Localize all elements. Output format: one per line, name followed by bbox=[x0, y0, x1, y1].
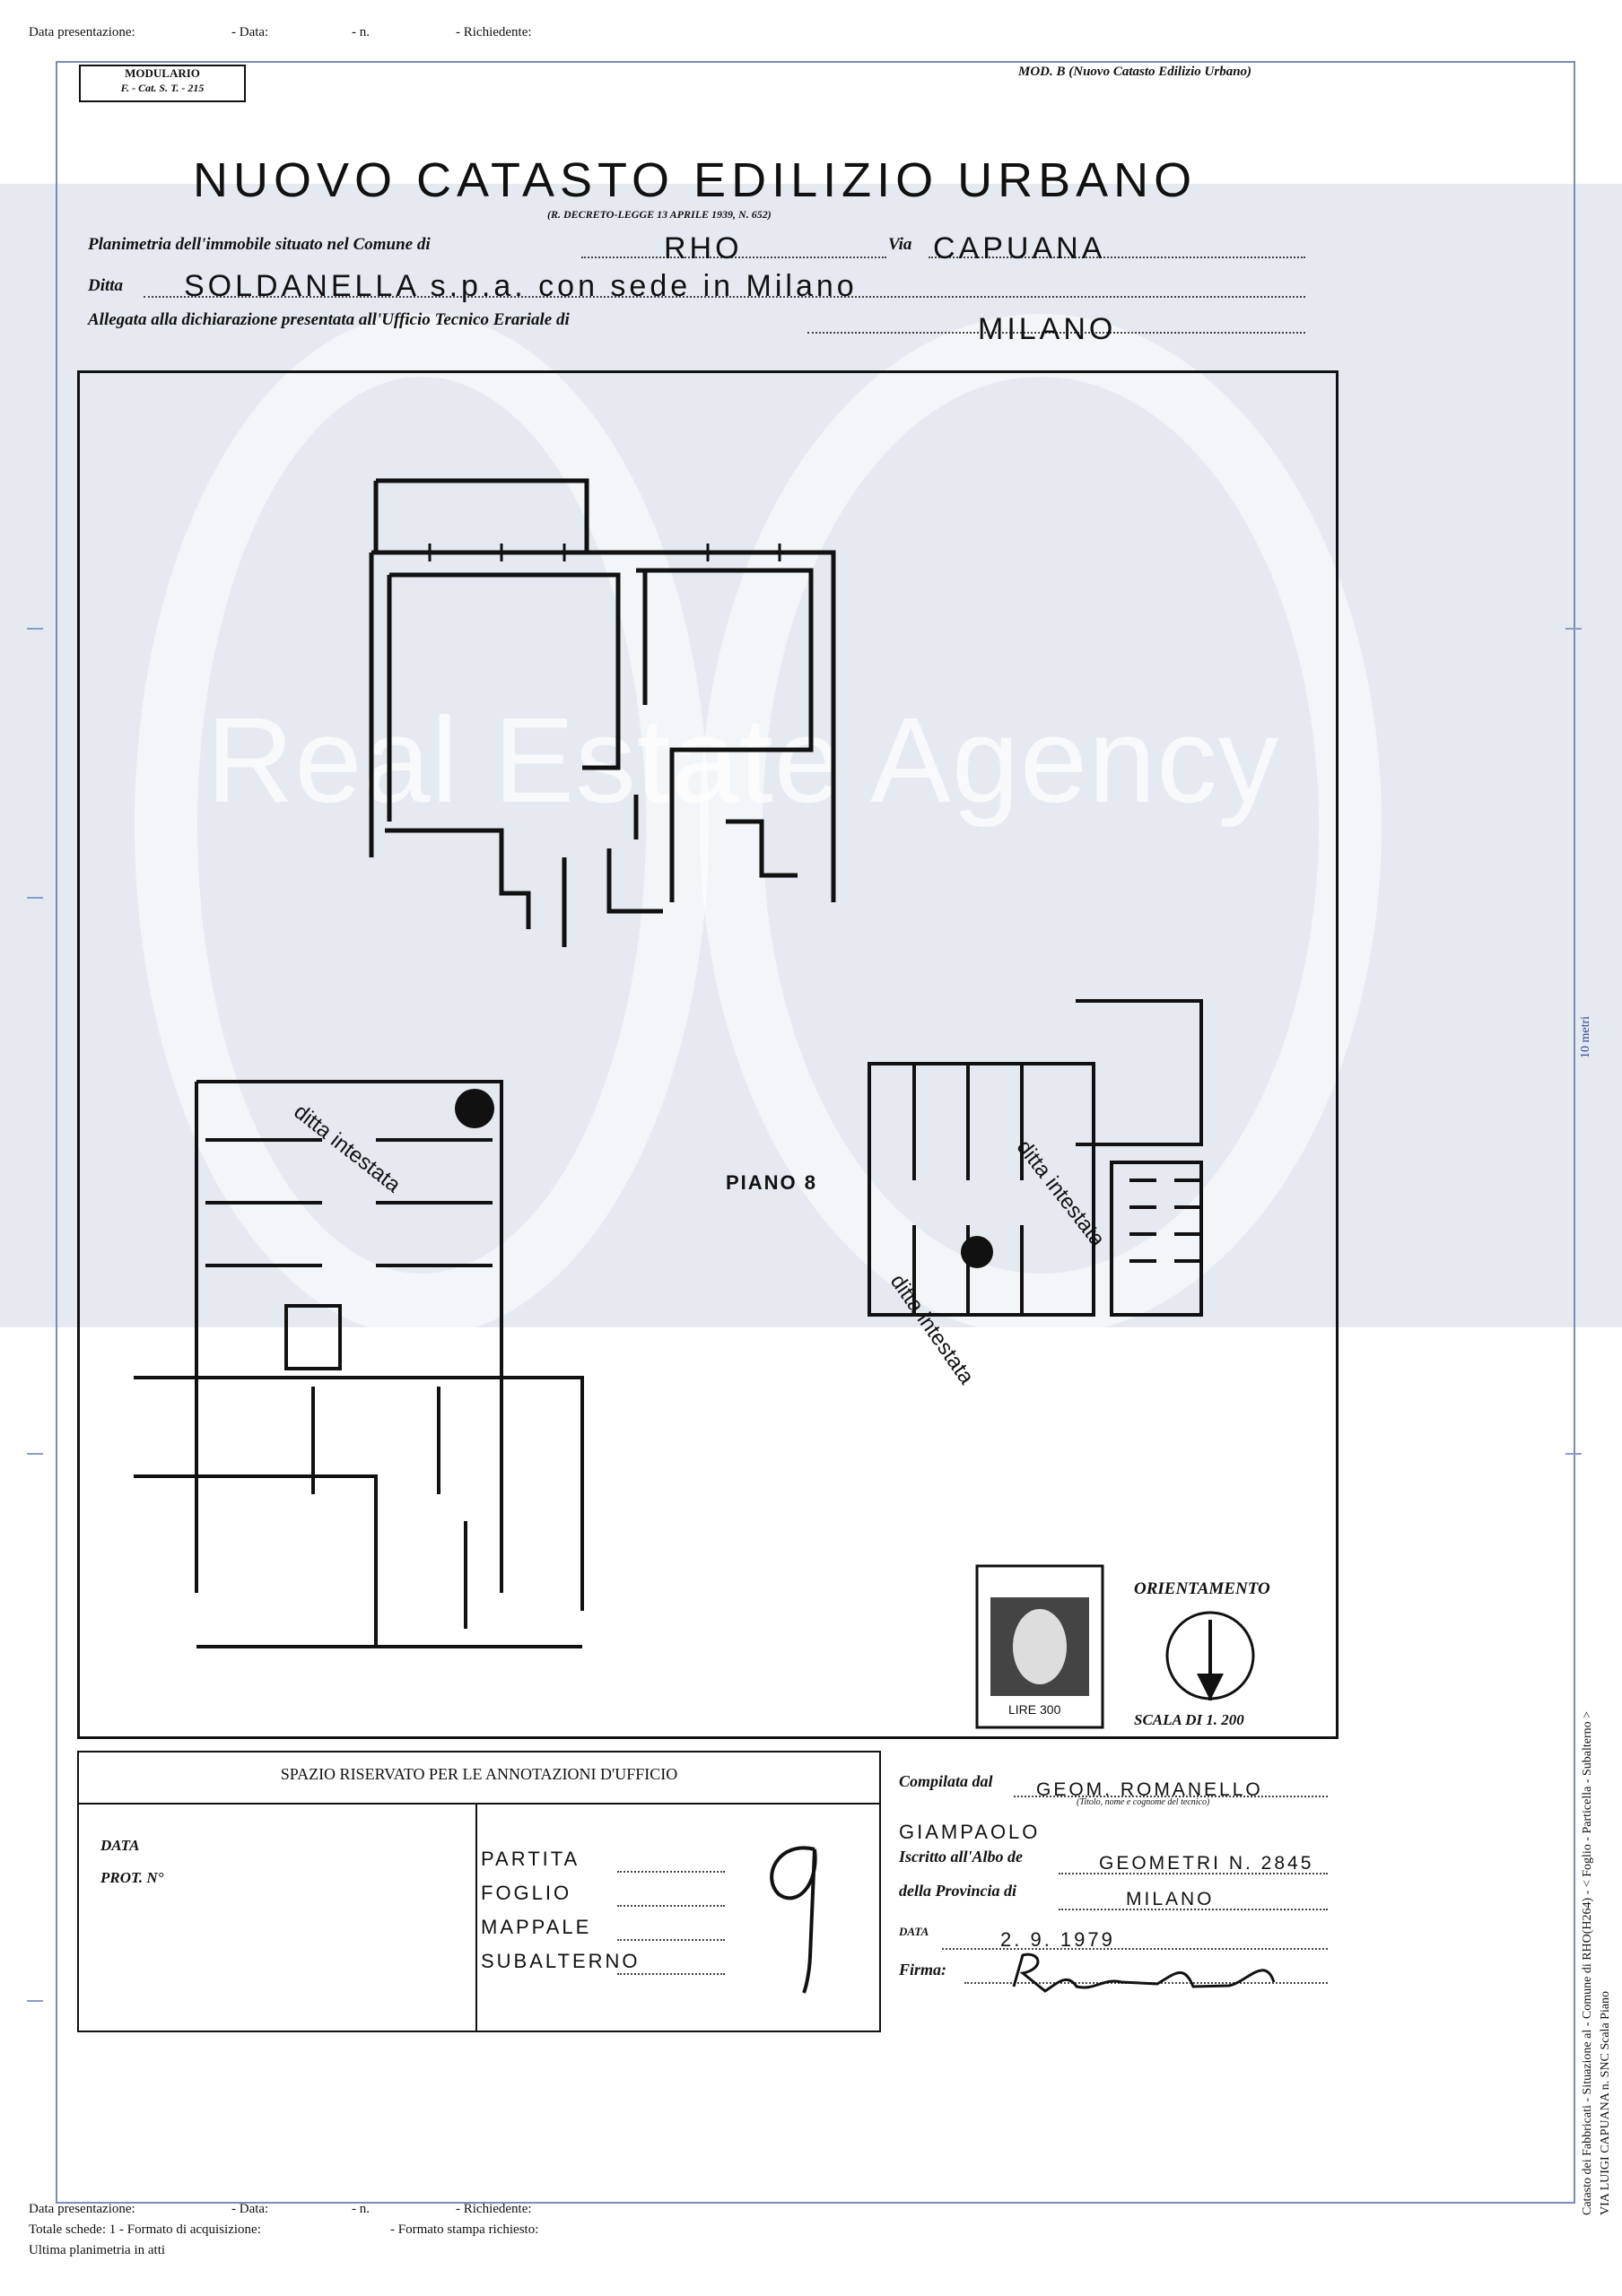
annotazioni-divider bbox=[79, 1803, 879, 1805]
floor-plan-drawing bbox=[134, 478, 1255, 1729]
tick-left-3 bbox=[27, 1453, 43, 1455]
upper-unit-walls bbox=[369, 478, 836, 947]
provincia-value: MILANO bbox=[1126, 1889, 1215, 1909]
via-line bbox=[929, 257, 1305, 258]
watermark-text: Real Estate Agency bbox=[206, 692, 1280, 828]
compilata-name2: GIAMPAOLO bbox=[899, 1821, 1041, 1843]
side-line1: Catasto dei Fabbricati - Situazione al -… bbox=[1581, 1710, 1594, 2215]
header-data: - Data: bbox=[231, 25, 269, 39]
ufficio-value: MILANO bbox=[978, 312, 1117, 346]
albo-line bbox=[1059, 1873, 1328, 1874]
data-line bbox=[942, 1948, 1328, 1950]
upper-unit-windows bbox=[428, 544, 781, 561]
provincia-line bbox=[1059, 1909, 1328, 1910]
lower-left-blot bbox=[455, 1089, 494, 1128]
compilata-line bbox=[1014, 1796, 1328, 1797]
annotazioni-box: SPAZIO RISERVATO PER LE ANNOTAZIONI D'UF… bbox=[77, 1751, 881, 2032]
footer-data-presentazione: Data presentazione: bbox=[29, 2202, 135, 2216]
tick-right-1 bbox=[1565, 628, 1582, 630]
ufficio-line bbox=[807, 332, 1305, 334]
mappale-line bbox=[617, 1939, 725, 1941]
planimetria-label: Planimetria dell'immobile situato nel Co… bbox=[88, 235, 431, 254]
foglio-line bbox=[617, 1905, 725, 1907]
compilata-caption: (Titolo, nome e cognome del tecnico) bbox=[1077, 1797, 1210, 1807]
firma-label: Firma: bbox=[899, 1961, 947, 1979]
orientamento-label: ORIENTAMENTO bbox=[1134, 1579, 1270, 1598]
footer-n: - n. bbox=[352, 2202, 370, 2216]
subtitle: (R. DECRETO-LEGGE 13 APRILE 1939, N. 652… bbox=[547, 208, 772, 221]
modulario-line1: MODULARIO bbox=[125, 66, 200, 80]
north-arrow bbox=[1165, 1611, 1255, 1700]
page-frame bbox=[56, 61, 1575, 2204]
tick-left-2 bbox=[27, 897, 43, 899]
via-label: Via bbox=[888, 235, 912, 254]
modulario-box: MODULARIO F. - Cat. S. T. - 215 bbox=[79, 65, 246, 102]
annotazioni-title: SPAZIO RISERVATO PER LE ANNOTAZIONI D'UF… bbox=[280, 1765, 678, 1783]
header-n: - n. bbox=[352, 25, 370, 39]
footer-richiedente: - Richiedente: bbox=[456, 2202, 532, 2216]
partita-line bbox=[617, 1871, 725, 1873]
annotazioni-data-label: DATA bbox=[100, 1837, 140, 1854]
data-label: DATA bbox=[899, 1925, 929, 1938]
marca-label: LIRE 300 bbox=[1008, 1702, 1061, 1717]
via-value: CAPUANA bbox=[933, 231, 1106, 265]
allegata-label: Allegata alla dichiarazione presentata a… bbox=[88, 310, 570, 329]
annotazioni-subalterno: SUBALTERNO bbox=[481, 1950, 641, 1972]
annotazioni-col-divider bbox=[475, 1803, 477, 2031]
header-richiedente: - Richiedente: bbox=[456, 25, 532, 39]
data-value: 2. 9. 1979 bbox=[1000, 1928, 1115, 1951]
tick-left-4 bbox=[27, 2000, 43, 2002]
footer-data: - Data: bbox=[231, 2202, 269, 2216]
tick-left-1 bbox=[27, 628, 43, 630]
ditta-label: Ditta bbox=[88, 276, 124, 295]
lower-right-cellars bbox=[868, 999, 1203, 1317]
footer-totale: Totale schede: 1 - Formato di acquisizio… bbox=[29, 2222, 261, 2237]
comune-line bbox=[581, 257, 886, 258]
annotazioni-partita: PARTITA bbox=[481, 1848, 580, 1870]
ditta-line bbox=[144, 296, 1305, 298]
footer-formato-stampa: - Formato stampa richiesto: bbox=[390, 2222, 539, 2237]
annotazioni-prot-label: PROT. N° bbox=[100, 1869, 164, 1886]
albo-label: Iscritto all'Albo de bbox=[899, 1848, 1024, 1866]
scala-label: SCALA DI 1. 200 bbox=[1134, 1711, 1244, 1728]
revenue-stamp bbox=[975, 1564, 1104, 1729]
subalterno-line bbox=[617, 1973, 725, 1975]
tick-right-2 bbox=[1565, 1453, 1582, 1455]
side-line2: VIA LUIGI CAPUANA n. SNC Scala Piano bbox=[1599, 1990, 1612, 2215]
footer-ultima: Ultima planimetria in atti bbox=[29, 2243, 166, 2257]
comune-value: RHO bbox=[664, 231, 743, 265]
annotazioni-foglio: FOGLIO bbox=[481, 1882, 572, 1904]
header-data-presentazione: Data presentazione: bbox=[29, 25, 135, 39]
scale-label: 10 metri bbox=[1579, 1015, 1592, 1058]
compilata-name: GEOM. ROMANELLO bbox=[1036, 1779, 1263, 1800]
handwritten-nine bbox=[770, 1846, 817, 1994]
mod-b: MOD. B (Nuovo Catasto Edilizio Urbano) bbox=[1018, 65, 1252, 79]
plan-frame: ditta intestata ditta intestata ditta in… bbox=[77, 370, 1339, 1739]
signature bbox=[1012, 1952, 1276, 1993]
ditta-value: SOLDANELLA s.p.a. con sede in Milano bbox=[184, 269, 858, 303]
provincia-label: della Provincia di bbox=[899, 1882, 1016, 1900]
albo-value: GEOMETRI N. 2845 bbox=[1099, 1853, 1314, 1874]
compilata-label: Compilata dal bbox=[899, 1772, 993, 1790]
lower-right-blot bbox=[961, 1236, 993, 1268]
page-title: NUOVO CATASTO EDILIZIO URBANO bbox=[193, 153, 1198, 207]
piano-label: PIANO 8 bbox=[726, 1171, 818, 1194]
annotazioni-mappale: MAPPALE bbox=[481, 1916, 592, 1938]
lower-left-cellars bbox=[134, 1080, 584, 1648]
modulario-line2: F. - Cat. S. T. - 215 bbox=[120, 82, 205, 94]
